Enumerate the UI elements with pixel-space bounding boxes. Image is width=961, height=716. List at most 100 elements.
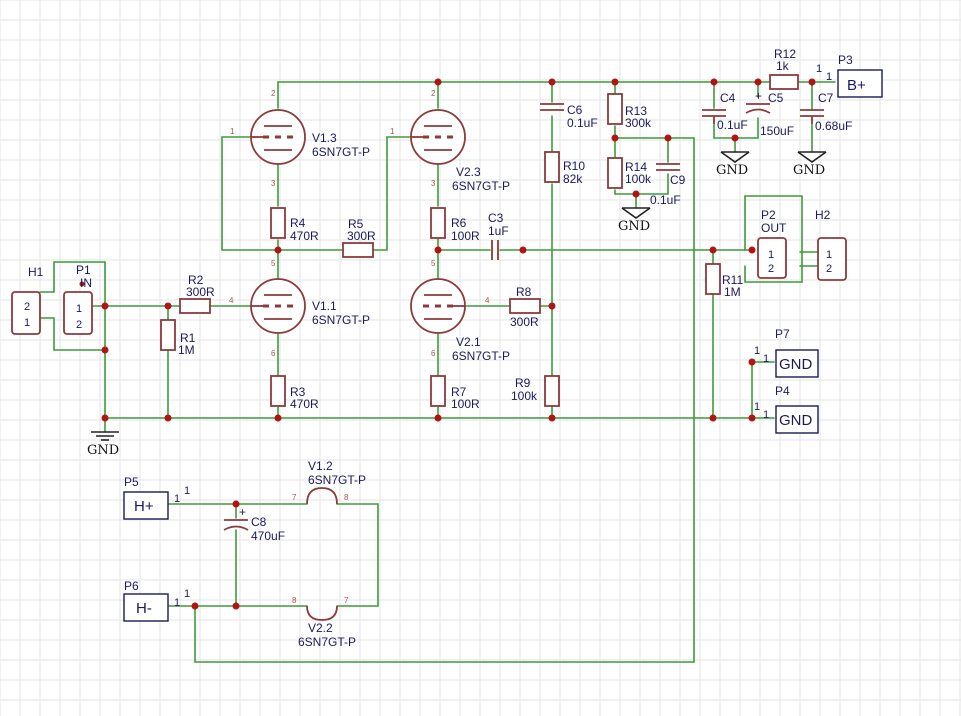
svg-text:5: 5 bbox=[271, 259, 276, 268]
tube-ref: V2.1 bbox=[456, 335, 481, 349]
resistor-r8: R8 300R bbox=[509, 285, 541, 329]
resistor-ref: R6 bbox=[451, 216, 467, 230]
capacitor-c9: C9 0.1uF bbox=[650, 163, 686, 207]
svg-text:1: 1 bbox=[390, 127, 395, 136]
connector-value: IN bbox=[80, 276, 92, 290]
svg-text:+: + bbox=[239, 505, 246, 519]
resistor-value: 1M bbox=[178, 343, 195, 357]
tube-value: 6SN7GT-P bbox=[308, 473, 366, 487]
capacitor-value: 0.1uF bbox=[567, 116, 598, 130]
svg-text:8: 8 bbox=[292, 596, 297, 605]
connector-p2: P2 OUT 1 2 bbox=[757, 208, 787, 279]
header-pin: 1 bbox=[826, 249, 832, 261]
ground-label: GND bbox=[716, 163, 748, 178]
resistor-ref: R1 bbox=[180, 331, 196, 345]
resistor-value: 470R bbox=[290, 397, 319, 411]
resistor-value: 300k bbox=[625, 116, 652, 130]
connector-p4: P4 1 1 GND bbox=[754, 384, 819, 434]
capacitor-c5: + C5 150uF bbox=[745, 89, 794, 138]
connector-ref: P1 bbox=[76, 263, 91, 277]
header-pin: 1 bbox=[24, 317, 30, 329]
connector-pin: 2 bbox=[768, 263, 774, 275]
capacitor-ref: C8 bbox=[251, 515, 267, 529]
resistor-ref: R3 bbox=[290, 385, 306, 399]
resistor-value: 100k bbox=[511, 389, 538, 403]
resistor-value: 300R bbox=[510, 315, 539, 329]
connector-pin: 1 bbox=[174, 493, 180, 505]
capacitor-value: 0.68uF bbox=[815, 119, 852, 133]
ground-symbol-input: GND bbox=[87, 431, 119, 458]
capacitor-ref: C6 bbox=[567, 103, 583, 117]
resistor-value: 470R bbox=[290, 229, 319, 243]
connector-label: GND bbox=[779, 412, 813, 429]
junction-dots bbox=[79, 78, 816, 610]
connector-pin: 1 bbox=[763, 353, 769, 365]
capacitor-c3: C3 1uF bbox=[488, 211, 509, 260]
connector-pin: 1 bbox=[754, 401, 760, 413]
tube-value: 6SN7GT-P bbox=[452, 349, 510, 363]
capacitor-ref: C7 bbox=[818, 91, 834, 105]
connector-p7: P7 1 1 GND bbox=[754, 327, 819, 378]
resistor-value: 1M bbox=[724, 285, 741, 299]
svg-text:4: 4 bbox=[485, 296, 490, 305]
svg-text:2: 2 bbox=[271, 89, 276, 98]
header-pin: 2 bbox=[826, 263, 832, 275]
svg-text:6: 6 bbox=[431, 349, 436, 358]
svg-text:5: 5 bbox=[431, 259, 436, 268]
resistor-ref: R4 bbox=[290, 216, 306, 230]
svg-text:3: 3 bbox=[271, 179, 276, 188]
connector-label: H- bbox=[136, 600, 152, 617]
resistor-r12: R12 1k bbox=[769, 47, 799, 90]
tube-v1-1: 456 V1.1 6SN7GT-P bbox=[229, 259, 370, 358]
connector-label: H+ bbox=[134, 498, 154, 515]
tube-v2-3: 123 V2.3 6SN7GT-P bbox=[390, 89, 510, 193]
header-h2: H2 1 2 bbox=[815, 208, 847, 281]
connector-pin: 1 bbox=[768, 249, 774, 261]
connector-pin: 1 bbox=[184, 485, 190, 497]
resistor-r14: R14 100k bbox=[607, 157, 652, 189]
connector-pin: 1 bbox=[763, 409, 769, 421]
connector-pin: 1 bbox=[754, 345, 760, 357]
capacitor-value: 1uF bbox=[488, 224, 509, 238]
resistor-ref: R11 bbox=[722, 273, 743, 287]
resistor-r10: R10 82k bbox=[544, 151, 585, 186]
ground-symbol-c4: GND bbox=[716, 151, 750, 178]
capacitor-c6: C6 0.1uF bbox=[540, 103, 598, 130]
svg-text:7: 7 bbox=[344, 596, 349, 605]
resistor-r13: R13 300k bbox=[607, 93, 652, 130]
resistor-value: 300R bbox=[186, 285, 215, 299]
svg-text:8: 8 bbox=[344, 493, 349, 502]
svg-text:1: 1 bbox=[230, 127, 235, 136]
svg-text:3: 3 bbox=[431, 179, 436, 188]
capacitor-value: 470uF bbox=[251, 529, 285, 543]
resistor-ref: R2 bbox=[188, 273, 204, 287]
tube-value: 6SN7GT-P bbox=[452, 179, 510, 193]
connector-label: B+ bbox=[847, 77, 866, 94]
resistor-value: 300R bbox=[347, 229, 376, 243]
resistor-r1: R1 1M bbox=[160, 319, 196, 357]
tube-value: 6SN7GT-P bbox=[312, 313, 370, 327]
connector-pin: 1 bbox=[174, 597, 180, 609]
resistor-r11: R11 1M bbox=[705, 263, 743, 299]
resistor-r2: R2 300R bbox=[179, 273, 215, 314]
tube-ref: V2.3 bbox=[456, 165, 481, 179]
ground-label: GND bbox=[87, 443, 119, 458]
connector-ref: P3 bbox=[838, 53, 853, 67]
tube-value: 6SN7GT-P bbox=[312, 145, 370, 159]
capacitor-ref: C9 bbox=[670, 173, 686, 187]
capacitor-ref: C4 bbox=[720, 91, 736, 105]
ground-label: GND bbox=[793, 163, 825, 178]
header-ref: H1 bbox=[28, 265, 44, 279]
svg-text:6: 6 bbox=[271, 349, 276, 358]
resistor-value: 100R bbox=[451, 397, 480, 411]
tube-v2-1: 4 5 6 V2.1 6SN7GT-P bbox=[410, 259, 510, 363]
resistor-r6: R6 100R bbox=[430, 207, 480, 243]
connector-ref: P5 bbox=[124, 475, 139, 489]
resistor-ref: R8 bbox=[516, 285, 532, 299]
svg-text:4: 4 bbox=[229, 296, 234, 305]
connector-ref: P6 bbox=[124, 579, 139, 593]
resistor-r4: R4 470R bbox=[270, 207, 319, 243]
